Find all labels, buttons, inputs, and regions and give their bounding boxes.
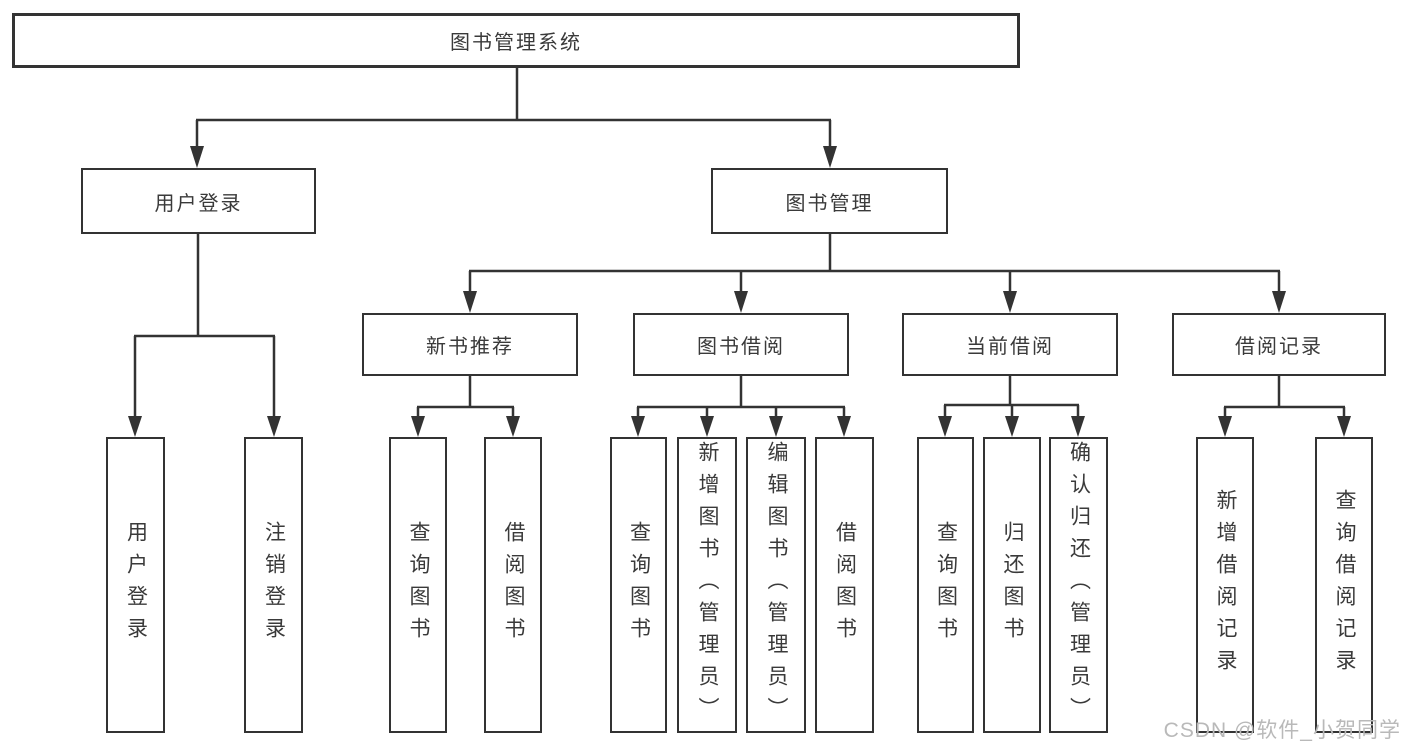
node-new-book-recommend-label: 新书推荐 [426,336,514,358]
leaf-query-books-current: 查询图书 [917,437,974,733]
connector-root-to-level2 [190,67,837,168]
connector-user-login-to-leaves [128,233,281,437]
leaf-user-login: 用户登录 [106,437,165,733]
node-book-borrow-label: 图书借阅 [697,336,785,358]
leaf-edit-book-admin: 编辑图书（管理员） [746,437,806,733]
node-root-label: 图书管理系统 [450,32,582,54]
leaf-query-books-recommend: 查询图书 [389,437,447,733]
node-book-borrow: 图书借阅 [633,313,849,376]
leaf-add-book-admin: 新增图书（管理员） [677,437,737,733]
connector-book-borrow-to-leaves [631,375,851,437]
node-user-login-label: 用户登录 [154,192,243,215]
leaf-query-borrow-record: 查询借阅记录 [1315,437,1373,733]
leaf-borrow-books-recommend: 借阅图书 [484,437,542,733]
connector-current-borrow-to-leaves [938,375,1085,437]
node-current-borrow: 当前借阅 [902,313,1118,376]
leaf-borrow-books: 借阅图书 [815,437,874,733]
leaf-add-borrow-record: 新增借阅记录 [1196,437,1254,733]
connector-book-mgmt-to-level3 [463,233,1286,313]
leaf-confirm-return-admin: 确认归还（管理员） [1049,437,1108,733]
leaf-logout: 注销登录 [244,437,303,733]
connector-borrow-records-to-leaves [1218,375,1351,437]
node-borrow-records-label: 借阅记录 [1235,336,1323,358]
node-new-book-recommend: 新书推荐 [362,313,578,376]
node-book-management-label: 图书管理 [785,192,874,215]
leaf-return-books: 归还图书 [983,437,1041,733]
connector-new-book-to-leaves [411,375,520,437]
node-current-borrow-label: 当前借阅 [966,336,1054,358]
csdn-watermark: CSDN @软件_小贺同学 [1163,719,1401,742]
leaf-query-books-borrow: 查询图书 [610,437,667,733]
node-borrow-records: 借阅记录 [1172,313,1386,376]
node-user-login: 用户登录 [81,168,316,234]
node-root: 图书管理系统 [12,13,1020,68]
node-book-management: 图书管理 [711,168,948,234]
